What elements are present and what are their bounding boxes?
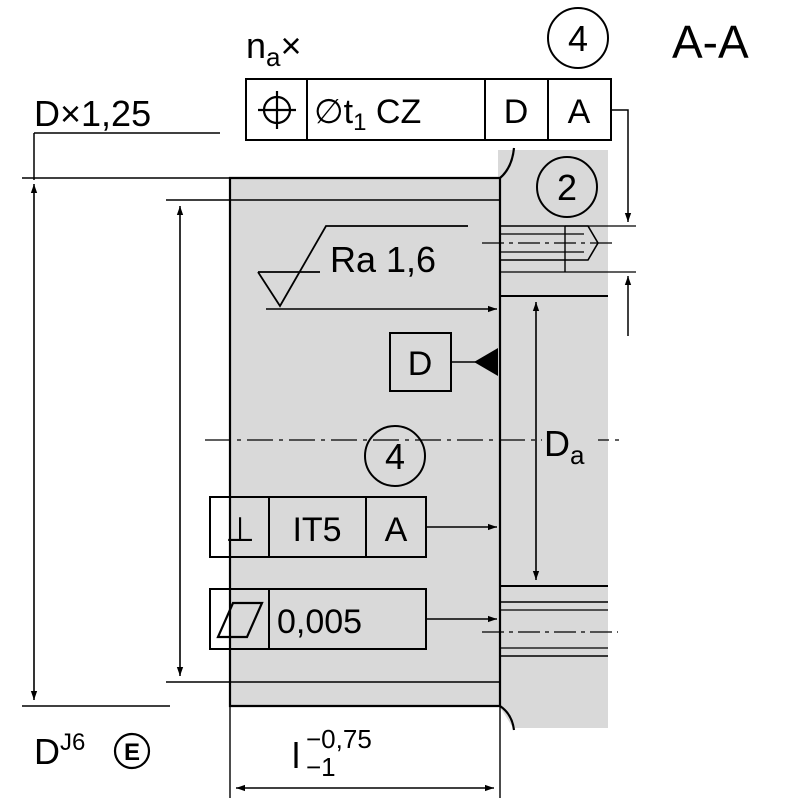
position-tolerance-frame: ∅t1 CZ D A	[245, 78, 632, 222]
fillet-top	[499, 147, 516, 179]
fillet-bottom	[499, 705, 516, 731]
svg-text:Da: Da	[544, 423, 585, 470]
threaded-hole-bottom	[482, 601, 618, 657]
svg-text:D: D	[504, 93, 529, 131]
dimension-dj6: DJ6 E	[34, 199, 230, 772]
perpendicularity-icon: ⊥	[225, 511, 255, 549]
svg-text:l: l	[292, 735, 300, 776]
dimension-d125: D×1,25	[22, 93, 230, 707]
svg-text:Ra 1,6: Ra 1,6	[330, 239, 436, 280]
svg-text:−1: −1	[306, 752, 336, 782]
svg-text:DJ6: DJ6	[34, 729, 85, 772]
position-symbol-icon	[258, 91, 296, 129]
section-label: A-A	[672, 16, 749, 68]
datum-feature-d: D	[389, 332, 498, 392]
datum-triangle-icon	[474, 348, 498, 376]
svg-text:IT5: IT5	[292, 511, 341, 549]
envelope-requirement-icon: E	[113, 732, 151, 770]
flatness-icon	[216, 601, 264, 639]
callout-center: 4	[364, 425, 426, 487]
dimension-da: Da	[532, 302, 598, 580]
svg-text:D×1,25: D×1,25	[34, 93, 151, 134]
svg-text:4: 4	[385, 436, 405, 477]
svg-text:∅t1 CZ: ∅t1 CZ	[314, 93, 421, 136]
svg-text:4: 4	[568, 18, 588, 59]
threaded-hole-top	[482, 225, 636, 273]
callout-right: 2	[536, 156, 598, 218]
svg-text:2: 2	[557, 167, 577, 208]
flatness-frame: 0,005	[209, 588, 497, 650]
svg-text:0,005: 0,005	[277, 603, 362, 641]
perpendicularity-frame: ⊥ IT5 A	[209, 496, 497, 558]
svg-text:A: A	[385, 511, 408, 549]
position-count-note: na×	[246, 25, 302, 72]
svg-text:−0,75: −0,75	[306, 724, 372, 754]
surface-roughness-symbol: Ra 1,6	[257, 225, 497, 313]
callout-top: 4	[547, 7, 609, 69]
svg-text:na×: na×	[246, 25, 302, 72]
svg-text:D: D	[408, 345, 433, 383]
svg-text:E: E	[124, 739, 140, 766]
dimension-l: l −0,75 −1	[229, 706, 501, 798]
svg-text:A: A	[568, 93, 591, 131]
